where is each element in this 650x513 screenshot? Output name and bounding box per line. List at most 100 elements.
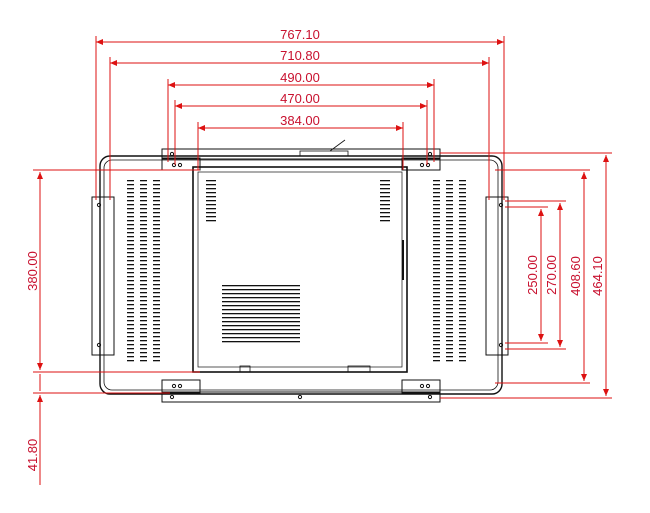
vent-slot — [127, 216, 134, 218]
vent-slot — [153, 340, 160, 342]
vent-slot — [153, 268, 160, 270]
vent-slot — [127, 200, 134, 202]
vent-slot — [127, 340, 134, 342]
vent-slot — [446, 208, 453, 210]
vent-slot — [459, 240, 466, 242]
vent-slot — [459, 360, 466, 362]
vent-slot — [446, 308, 453, 310]
vent-slot — [153, 212, 160, 214]
vent-slot — [153, 300, 160, 302]
vent-slot — [153, 236, 160, 238]
vent-slot — [206, 212, 216, 214]
vent-slot — [153, 272, 160, 274]
vent-slot — [222, 321, 300, 323]
vent-slot — [140, 296, 147, 298]
vent-slot — [433, 212, 440, 214]
bracket-hole — [419, 383, 425, 389]
left-side-bracket — [91, 196, 115, 356]
vent-slot — [433, 304, 440, 306]
vent-slot — [153, 184, 160, 186]
vent-slot — [127, 244, 134, 246]
vent-slot — [140, 340, 147, 342]
bracket-hole — [96, 342, 102, 348]
vent-slot — [222, 285, 300, 287]
vent-slot — [127, 232, 134, 234]
vent-slot — [206, 204, 216, 206]
vent-slot — [446, 272, 453, 274]
vent-slot — [222, 325, 300, 327]
vent-slot — [127, 320, 134, 322]
vent-slot — [459, 224, 466, 226]
vent-slot — [127, 360, 134, 362]
vent-slot — [380, 200, 390, 202]
vent-slot — [446, 360, 453, 362]
vent-slot — [153, 324, 160, 326]
vent-slot — [153, 288, 160, 290]
vent-slot — [153, 256, 160, 258]
vent-slot — [459, 248, 466, 250]
vent-slot — [446, 324, 453, 326]
bracket-hole — [427, 151, 433, 157]
vent-slot — [140, 256, 147, 258]
vent-slot — [446, 312, 453, 314]
vent-slot — [127, 268, 134, 270]
vent-slot — [140, 224, 147, 226]
vent-slot — [153, 180, 160, 182]
vent-slot — [446, 244, 453, 246]
vent-slot — [153, 296, 160, 298]
vent-slot — [459, 276, 466, 278]
vent-slot — [140, 288, 147, 290]
vent-slot — [153, 204, 160, 206]
vent-slot — [153, 188, 160, 190]
vent-slot — [459, 304, 466, 306]
vent-slot — [153, 284, 160, 286]
vent-slot — [459, 284, 466, 286]
vent-slot — [446, 276, 453, 278]
vent-slot — [446, 300, 453, 302]
vent-slot — [459, 216, 466, 218]
dim-label-384: 384.00 — [280, 113, 320, 128]
vent-slot — [459, 272, 466, 274]
vent-slot — [153, 328, 160, 330]
vent-slot — [127, 356, 134, 358]
bracket-hole — [419, 162, 425, 168]
vent-slot — [446, 284, 453, 286]
vent-slot — [127, 192, 134, 194]
vent-slot — [433, 300, 440, 302]
vent-slot — [433, 224, 440, 226]
vent-slot — [140, 352, 147, 354]
vent-slot — [433, 316, 440, 318]
vent-slot — [206, 180, 216, 182]
vent-slot — [153, 360, 160, 362]
vent-slot — [153, 232, 160, 234]
vent-slot — [433, 332, 440, 334]
bracket-hole — [169, 394, 175, 400]
vent-slot — [433, 288, 440, 290]
vent-slot — [433, 336, 440, 338]
vent-slot — [140, 184, 147, 186]
vent-slot — [140, 228, 147, 230]
vent-slot — [459, 320, 466, 322]
vent-slot — [446, 320, 453, 322]
vent-slot — [140, 236, 147, 238]
vent-slot — [153, 200, 160, 202]
vent-slot — [433, 180, 440, 182]
vent-slot — [140, 204, 147, 206]
vent-slot — [433, 272, 440, 274]
vent-slot — [222, 341, 300, 343]
vent-slot — [433, 344, 440, 346]
bracket-hole — [177, 383, 183, 389]
vent-slot — [380, 208, 390, 210]
vent-slot — [206, 220, 216, 222]
dimension-labels: 767.10 710.80 490.00 470.00 384.00 380.0… — [25, 27, 605, 471]
vent-slot — [433, 360, 440, 362]
top-connector — [299, 150, 349, 157]
vent-slot — [153, 308, 160, 310]
vent-slot — [222, 289, 300, 291]
vent-slot — [446, 264, 453, 266]
vent-slot — [459, 264, 466, 266]
vent-slot — [459, 296, 466, 298]
vent-slot — [153, 352, 160, 354]
vent-slot — [380, 220, 390, 222]
vent-slot — [380, 180, 390, 182]
